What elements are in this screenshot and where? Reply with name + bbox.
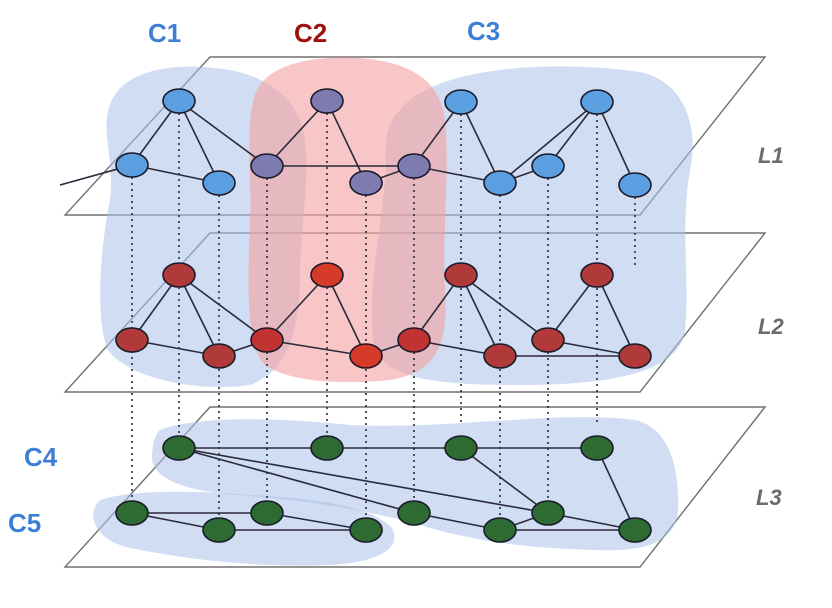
edge (178, 447, 549, 514)
layer-labels: L1 L2 L3 (756, 143, 784, 510)
label-l1: L1 (758, 143, 784, 168)
edge (178, 274, 268, 341)
label-c3: C3 (467, 16, 500, 46)
node (250, 500, 284, 526)
region-c5 (93, 491, 395, 566)
node (618, 172, 652, 198)
node (349, 170, 383, 196)
node (531, 500, 565, 526)
node (580, 89, 614, 115)
edge (178, 447, 415, 514)
node (580, 262, 614, 288)
node (250, 327, 284, 353)
node (115, 327, 149, 353)
label-c2: C2 (294, 18, 327, 48)
edge (178, 100, 220, 184)
edge (596, 101, 636, 186)
node (202, 343, 236, 369)
edge (266, 339, 367, 357)
node (618, 517, 652, 543)
node (618, 343, 652, 369)
node (115, 152, 149, 178)
node (483, 517, 517, 543)
community-regions (93, 57, 693, 566)
label-c1: C1 (148, 18, 181, 48)
node (444, 435, 478, 461)
node (397, 500, 431, 526)
edge (460, 447, 549, 514)
node (310, 435, 344, 461)
node (397, 153, 431, 179)
node (162, 262, 196, 288)
label-l2: L2 (758, 314, 784, 339)
edge (596, 274, 636, 357)
label-c5: C5 (8, 508, 41, 538)
layer-l3-nodes (115, 435, 652, 543)
node (483, 170, 517, 196)
community-labels: C1 C2 C3 C4 C5 (8, 16, 500, 538)
label-l3: L3 (756, 485, 782, 510)
edge (499, 101, 598, 184)
edge (460, 274, 501, 357)
edge (266, 100, 328, 167)
node (349, 517, 383, 543)
node (162, 88, 196, 114)
node (115, 500, 149, 526)
edge (266, 512, 367, 531)
edge (326, 100, 367, 184)
edge (326, 274, 367, 357)
layer-l2-nodes (115, 262, 652, 369)
edge (266, 274, 328, 341)
edge (178, 100, 268, 167)
node (202, 170, 236, 196)
node (580, 435, 614, 461)
edge (178, 274, 220, 357)
region-c2 (248, 57, 447, 383)
node (483, 343, 517, 369)
node (250, 153, 284, 179)
label-c4: C4 (24, 442, 58, 472)
node (349, 343, 383, 369)
node (531, 327, 565, 353)
node (444, 262, 478, 288)
node (444, 89, 478, 115)
edge (460, 101, 501, 184)
node (310, 88, 344, 114)
region-c3 (371, 66, 693, 386)
edge (460, 274, 549, 341)
edge (596, 447, 636, 531)
node (202, 517, 236, 543)
node (531, 153, 565, 179)
node (310, 262, 344, 288)
node (397, 327, 431, 353)
node (162, 435, 196, 461)
layer-l1-nodes (115, 88, 652, 198)
